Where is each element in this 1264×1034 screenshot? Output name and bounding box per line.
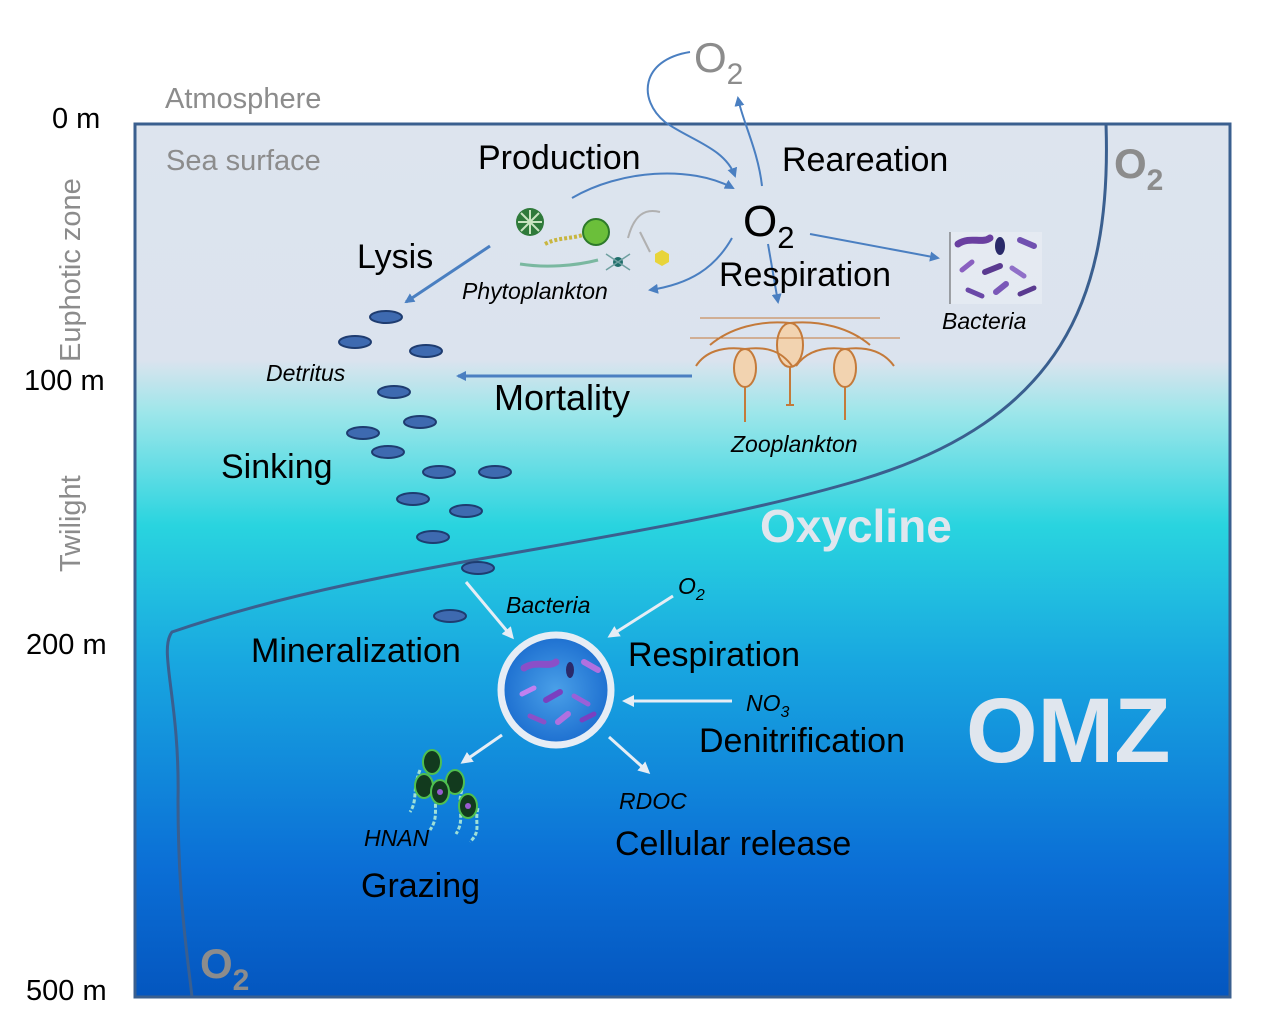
depth-500m: 500 m (26, 975, 107, 1007)
arrow-respiration-bacteria (809, 233, 940, 262)
arrow-reareation-out (734, 96, 763, 187)
o2-atmosphere: O2 (694, 34, 743, 91)
phytoplankton-label: Phytoplankton (462, 278, 608, 304)
detritus-label: Detritus (266, 360, 346, 386)
arrow-grazing (460, 733, 503, 764)
no3-label: NO3 (746, 690, 790, 721)
arrow-respiration-zoo (767, 243, 782, 304)
hnan-illustration (408, 749, 480, 844)
mineralization-label: Mineralization (251, 632, 461, 670)
atmosphere-label: Atmosphere (165, 83, 321, 115)
oxycline-label: Oxycline (760, 500, 952, 552)
lysis-label: Lysis (357, 238, 433, 276)
zooplankton-illustration (690, 317, 900, 422)
bacteria-upper-label: Bacteria (942, 308, 1026, 334)
water-column (135, 124, 1230, 997)
euphotic-zone-label: Euphotic zone (55, 178, 87, 362)
phytoplankton-illustration (516, 208, 669, 271)
cellular-release-label: Cellular release (615, 825, 851, 863)
o2-respiration-source: O2 (678, 573, 705, 604)
reareation-label: Reareation (782, 141, 948, 179)
depth-0m: 0 m (52, 103, 100, 135)
sea-surface-label: Sea surface (166, 145, 321, 177)
bacteria-lower-illustration (497, 631, 615, 749)
mortality-label: Mortality (494, 377, 630, 418)
arrow-respiration-phyto (648, 237, 733, 294)
omz-label: OMZ (966, 680, 1170, 782)
denitrification-label: Denitrification (699, 722, 905, 760)
rdoc-label: RDOC (619, 788, 687, 814)
twilight-label: Twilight (55, 475, 87, 572)
ocean-frame (133, 122, 1232, 999)
o2-surface-profile: O2 (1114, 140, 1163, 197)
grazing-label: Grazing (361, 867, 480, 905)
o2-deep-profile: O2 (200, 940, 249, 997)
bacteria-upper-illustration (949, 232, 1042, 304)
hnan-label: HNAN (364, 825, 430, 851)
respiration-upper-label: Respiration (719, 256, 891, 294)
arrow-production (571, 172, 735, 199)
respiration-lower-label: Respiration (628, 636, 800, 674)
zooplankton-label: Zooplankton (730, 431, 858, 457)
arrow-atmosphere-in (646, 51, 738, 178)
bacteria-lower-label: Bacteria (506, 592, 590, 618)
o2-profile-curve (165, 123, 1108, 998)
production-label: Production (478, 139, 641, 177)
arrow-mineralization (464, 581, 514, 640)
depth-100m: 100 m (24, 365, 105, 397)
arrow-cellular-release (607, 735, 651, 775)
o2-dissolved: O2 (743, 197, 794, 255)
depth-200m: 200 m (26, 629, 107, 661)
detritus-particles (338, 310, 512, 623)
sinking-label: Sinking (221, 448, 333, 486)
arrow-lysis (404, 244, 491, 304)
arrow-o2-respiration (607, 594, 674, 638)
